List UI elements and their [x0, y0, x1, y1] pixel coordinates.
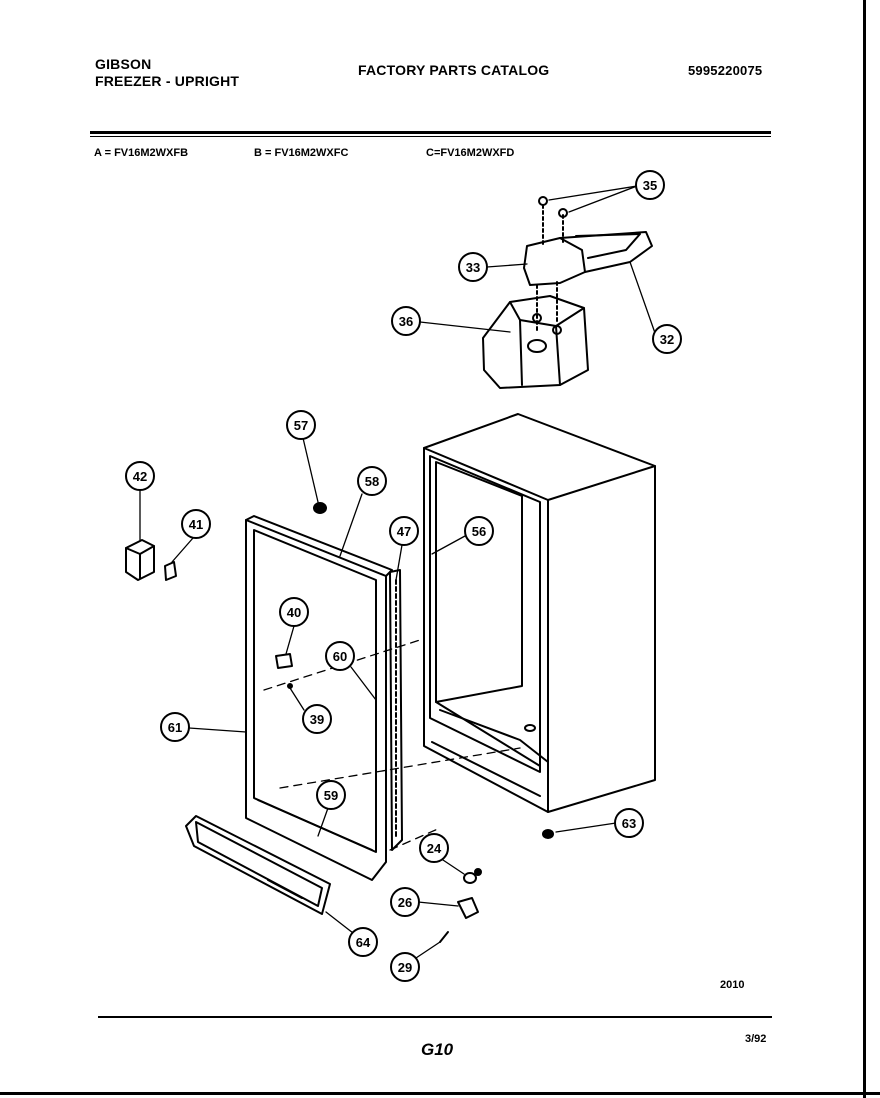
svg-text:40: 40 [287, 605, 301, 620]
diagram-code: 2010 [720, 979, 745, 991]
model-b: B = FV16M2WXFC [254, 147, 349, 159]
model-a: A = FV16M2WXFB [94, 147, 189, 159]
callout-42: 42 [125, 461, 155, 491]
toe-grille [185, 815, 331, 915]
freezer-cabinet [423, 413, 656, 813]
callout-56: 56 [464, 516, 494, 546]
svg-text:35: 35 [643, 178, 657, 193]
svg-text:29: 29 [398, 960, 412, 975]
callout-33: 33 [458, 252, 488, 282]
door-stop-57 [313, 502, 327, 514]
callout-47: 47 [389, 516, 419, 546]
revision-date: 3/92 [745, 1033, 767, 1045]
callout-29: 29 [390, 952, 420, 982]
callout-60: 60 [325, 641, 355, 671]
callout-57: 57 [286, 410, 316, 440]
callout-64: 64 [348, 927, 378, 957]
svg-text:32: 32 [660, 332, 674, 347]
callout-36: 36 [391, 306, 421, 336]
catalog-title: FACTORY PARTS CATALOG [358, 62, 550, 78]
header-rule-thin [90, 136, 771, 137]
callout-26: 26 [390, 887, 420, 917]
svg-text:41: 41 [189, 517, 203, 532]
callout-59: 59 [316, 780, 346, 810]
callout-63: 63 [614, 808, 644, 838]
svg-text:60: 60 [333, 649, 347, 664]
svg-text:56: 56 [472, 524, 486, 539]
svg-text:47: 47 [397, 524, 411, 539]
svg-text:39: 39 [310, 712, 324, 727]
svg-text:58: 58 [365, 474, 379, 489]
leader-lines [139, 185, 656, 959]
svg-text:64: 64 [356, 935, 371, 950]
model-c: C=FV16M2WXFD [426, 147, 515, 159]
leveler-63 [542, 829, 554, 839]
catalog-part-number: 5995220075 [688, 63, 763, 78]
svg-text:63: 63 [622, 816, 636, 831]
hinge-pin-24 [463, 868, 482, 884]
top-hinge-assembly [523, 196, 653, 331]
screw-29 [439, 931, 449, 943]
svg-text:24: 24 [427, 841, 442, 856]
callout-32: 32 [652, 324, 682, 354]
product-type: FREEZER - UPRIGHT [95, 73, 240, 89]
svg-text:42: 42 [133, 469, 147, 484]
footer-rule [98, 1016, 772, 1018]
header-rule [90, 131, 771, 134]
page-border-bottom [0, 1092, 880, 1095]
latch-40 [275, 653, 293, 669]
svg-text:59: 59 [324, 788, 338, 803]
page-border-right [863, 0, 866, 1098]
callout-61: 61 [160, 712, 190, 742]
svg-text:33: 33 [466, 260, 480, 275]
door-gasket-strip [389, 569, 403, 851]
svg-text:57: 57 [294, 418, 308, 433]
callout-39: 39 [302, 704, 332, 734]
hinge-block [482, 295, 589, 389]
door-liner-frame [245, 515, 393, 881]
svg-text:26: 26 [398, 895, 412, 910]
callout-41: 41 [181, 509, 211, 539]
svg-text:61: 61 [168, 720, 182, 735]
callout-balloons: 35 33 32 36 57 58 42 41 47 56 40 60 39 6… [125, 170, 682, 982]
brand-block: GIBSON FREEZER - UPRIGHT [95, 56, 239, 90]
bottom-hinge-26 [457, 897, 479, 919]
callout-40: 40 [279, 597, 309, 627]
callout-24: 24 [419, 833, 449, 863]
svg-text:36: 36 [399, 314, 413, 329]
callout-58: 58 [357, 466, 387, 496]
page-number: G10 [421, 1040, 454, 1059]
control-insert [164, 561, 177, 581]
control-knob [125, 539, 155, 581]
callout-35: 35 [635, 170, 665, 200]
brand-name: GIBSON [95, 56, 152, 72]
